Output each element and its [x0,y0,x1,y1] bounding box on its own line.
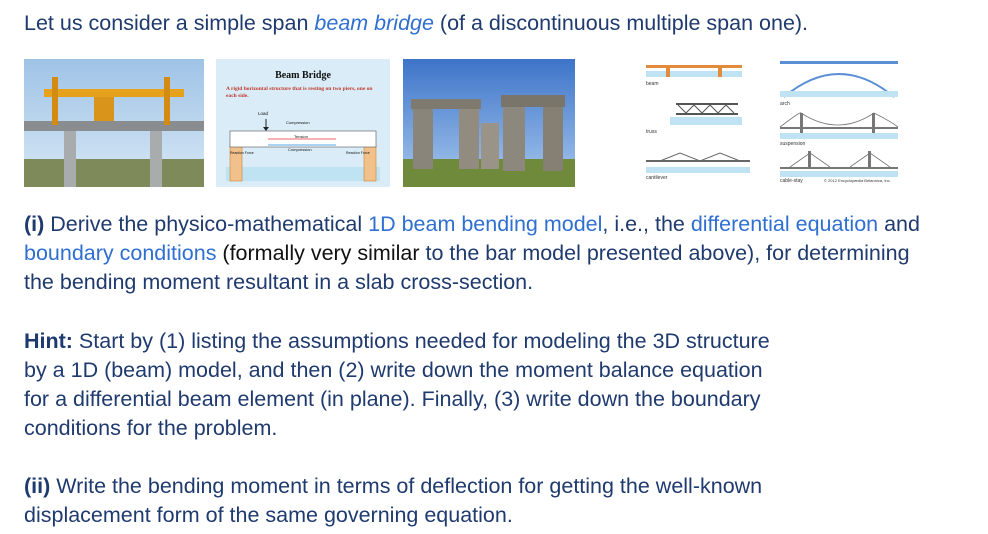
part-ii-label: (ii) [24,474,51,498]
diagram-heading: Beam Bridge [275,70,331,81]
diagram-reaction-left: Reaction Force [230,151,254,155]
hint-text: Start by (1) listing the assumptions nee… [24,329,770,440]
part-i-text-5: and [878,212,920,236]
bridge-construction-photo [24,59,204,187]
diagram-tension: Tension [294,134,308,139]
link-1d-beam-bending-model[interactable]: 1D beam bending model [368,212,603,236]
link-boundary-conditions[interactable]: boundary conditions [24,241,217,265]
bridge-types-chart: beam truss cantilever arch suspension ca… [640,57,902,189]
stonehenge-photo [403,59,575,187]
title-pre: Let us consider a simple span [24,11,315,35]
part-i-text-3: , i.e., the [602,212,691,236]
type-truss-label: truss [646,129,657,135]
type-cantilever-label: cantilever [646,175,668,181]
part-ii-paragraph: (ii) Write the bending moment in terms o… [24,472,784,530]
part-i-text-8: to the bar model presented above), for d… [24,241,910,294]
copyright-note: © 2012 Encyclopædia Britannica, Inc. [824,178,891,183]
hint-label: Hint: [24,329,73,353]
type-suspension-label: suspension [780,141,806,147]
slide-title: Let us consider a simple span beam bridg… [24,9,808,38]
diagram-reaction-right: Reaction Force [346,151,370,155]
title-link-beam-bridge[interactable]: beam bridge [314,11,434,35]
type-arch-label: arch [780,101,790,107]
part-ii-text: Write the bending moment in terms of def… [24,474,763,527]
hint-paragraph: Hint: Start by (1) listing the assumptio… [24,327,784,443]
diagram-compression-top: Compression [286,120,310,125]
part-i-label: (i) [24,212,45,236]
link-differential-equation[interactable]: differential equation [690,212,879,236]
diagram-compression-bottom: Compression [288,147,312,152]
beam-bridge-diagram: Beam Bridge A rigid horizontal structure… [216,59,390,187]
part-i-text-1: Derive the physico-mathematical [44,212,369,236]
type-cable-stay-label: cable-stay [780,178,803,184]
part-i-paragraph: (i) Derive the physico-mathematical 1D b… [24,210,924,297]
diagram-load-label: Load [258,111,269,116]
diagram-subheading: A rigid horizontal structure that is res… [226,86,373,99]
part-i-text-7: (formally very similar [216,241,420,265]
type-beam-label: beam [646,81,659,87]
title-post: (of a discontinuous multiple span one). [433,11,809,35]
